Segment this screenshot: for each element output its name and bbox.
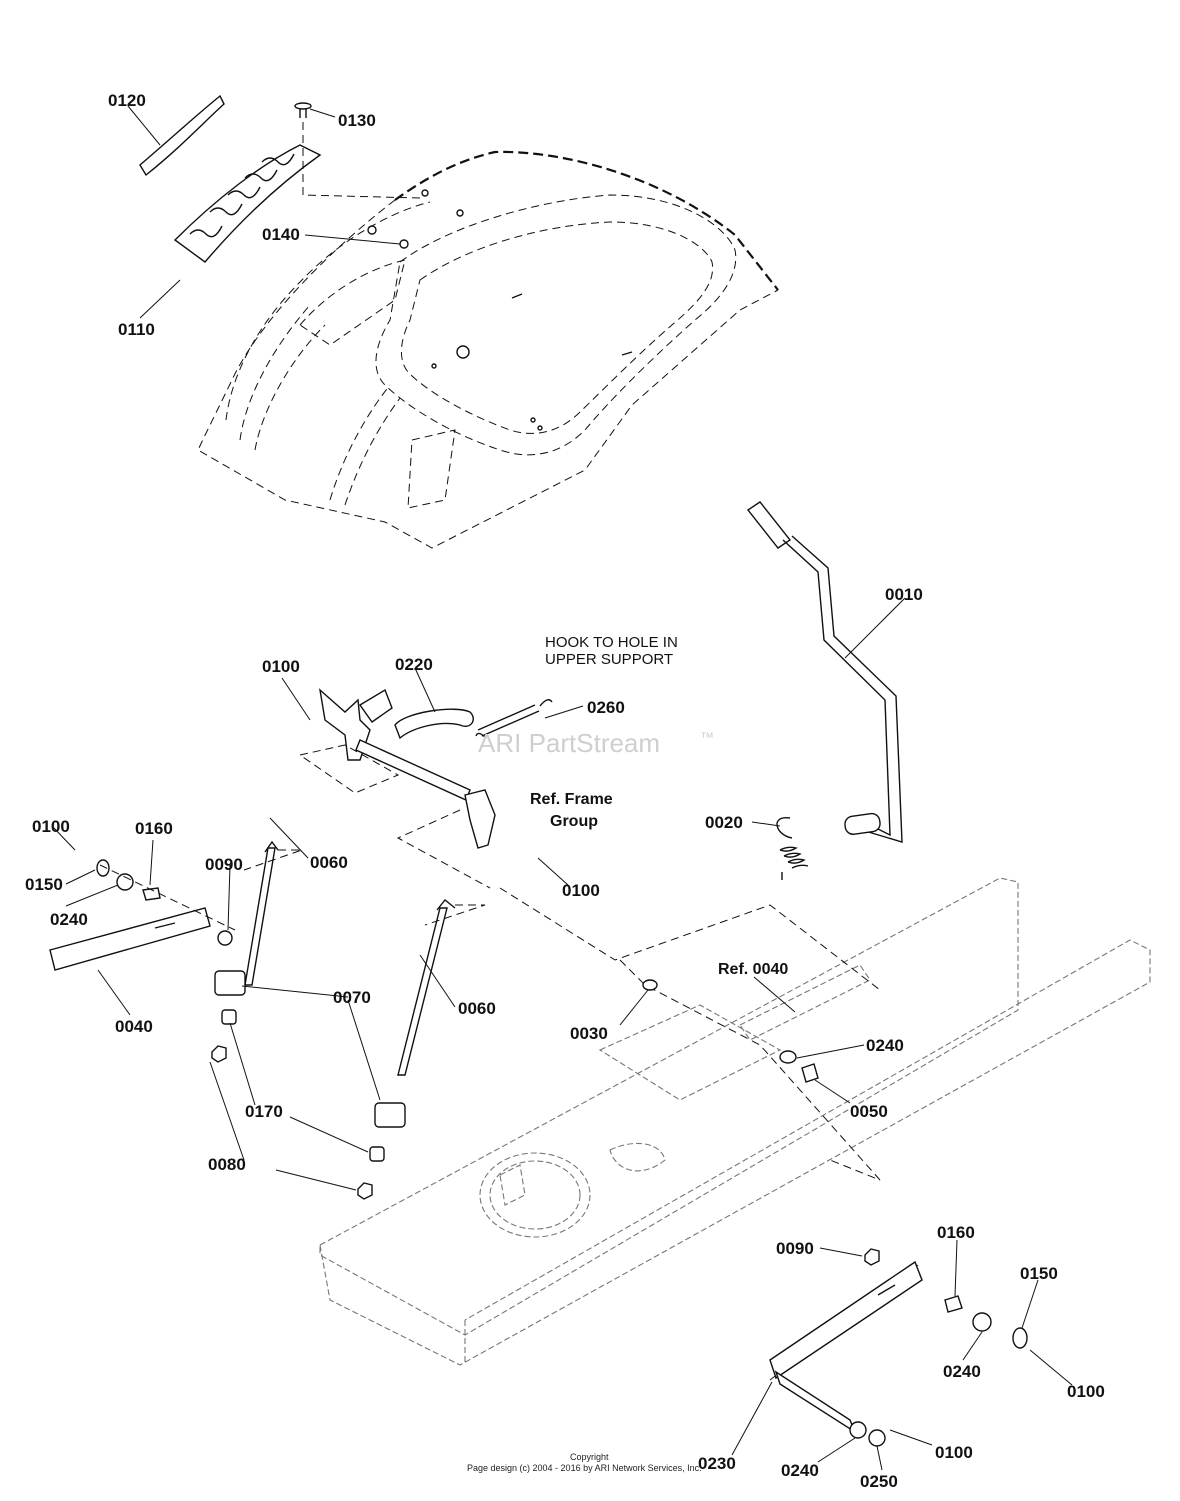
copyright-line: Page design (c) 2004 - 2016 by ARI Netwo… xyxy=(467,1463,702,1473)
callout-0050: 0050 xyxy=(850,1102,888,1121)
callout-0160-a: 0160 xyxy=(135,819,173,838)
ref-0040-label: Ref. 0040 xyxy=(718,961,788,978)
watermark-tm: ™ xyxy=(700,729,714,745)
callout-0110: 0110 xyxy=(118,320,155,339)
shift-bracket-assembly xyxy=(298,688,496,889)
callout-0140: 0140 xyxy=(262,225,300,244)
part-0220-link xyxy=(394,708,474,740)
callout-0240-a: 0240 xyxy=(50,910,88,929)
callout-0090-b: 0090 xyxy=(776,1239,814,1258)
callout-0150-b: 0150 xyxy=(1020,1264,1058,1283)
part-0040-bracket xyxy=(49,859,236,971)
callout-0020: 0020 xyxy=(705,813,743,832)
part-0110-seat-plate xyxy=(173,144,322,263)
part-0010-lever xyxy=(746,501,903,843)
callout-0100-b: 0100 xyxy=(562,881,600,900)
part-0120-trim-strip xyxy=(139,94,225,177)
part-0060-rods xyxy=(243,840,486,1076)
callout-0130: 0130 xyxy=(338,111,376,130)
callout-0150-a: 0150 xyxy=(25,875,63,894)
callout-0080: 0080 xyxy=(208,1155,246,1174)
callout-0060-b: 0060 xyxy=(458,999,496,1018)
callout-labels: 0120 0130 0140 0110 0010 0020 0100 0220 … xyxy=(25,91,1105,1491)
callout-0260: 0260 xyxy=(587,698,625,717)
part-0230-bracket xyxy=(769,1248,1028,1447)
part-0260-spring xyxy=(475,699,553,739)
part-0050-bolt xyxy=(801,1063,819,1083)
callout-0070: 0070 xyxy=(333,988,371,1007)
copyright-title: Copyright xyxy=(570,1452,609,1462)
note-hook-line2: UPPER SUPPORT xyxy=(545,651,673,668)
hood-body xyxy=(197,150,779,549)
part-0130-bolt xyxy=(294,102,421,199)
callout-0240-c: 0240 xyxy=(943,1362,981,1381)
ref-frame-line2: Group xyxy=(550,813,598,830)
callout-0040: 0040 xyxy=(115,1017,153,1036)
part-0240-washer-b xyxy=(779,1050,797,1064)
note-hook-line1: HOOK TO HOLE IN xyxy=(545,634,678,651)
callout-0220: 0220 xyxy=(395,655,433,674)
callout-0240-d: 0240 xyxy=(781,1461,819,1480)
callout-0240-b: 0240 xyxy=(866,1036,904,1055)
callout-0100-d: 0100 xyxy=(1067,1382,1105,1401)
callout-0170: 0170 xyxy=(245,1102,283,1121)
callout-0160-b: 0160 xyxy=(937,1223,975,1242)
frame-group xyxy=(319,877,1151,1366)
callout-0250: 0250 xyxy=(860,1472,898,1491)
ref-frame-line1: Ref. Frame xyxy=(530,791,613,808)
callout-0030: 0030 xyxy=(570,1024,608,1043)
part-0020-spring xyxy=(776,817,809,880)
leader-lines xyxy=(51,105,1073,1471)
callout-0100-c: 0100 xyxy=(32,817,70,836)
callout-0120: 0120 xyxy=(108,91,146,110)
callout-0060-a: 0060 xyxy=(310,853,348,872)
callout-0230: 0230 xyxy=(698,1454,736,1473)
watermark: ARI PartStream xyxy=(478,728,660,758)
callout-0100-e: 0100 xyxy=(935,1443,973,1462)
callout-0090-a: 0090 xyxy=(205,855,243,874)
callout-0100-a: 0100 xyxy=(262,657,300,676)
part-0030-washer xyxy=(642,979,658,991)
callout-0010: 0010 xyxy=(885,585,923,604)
rod-hardware xyxy=(211,930,406,1200)
